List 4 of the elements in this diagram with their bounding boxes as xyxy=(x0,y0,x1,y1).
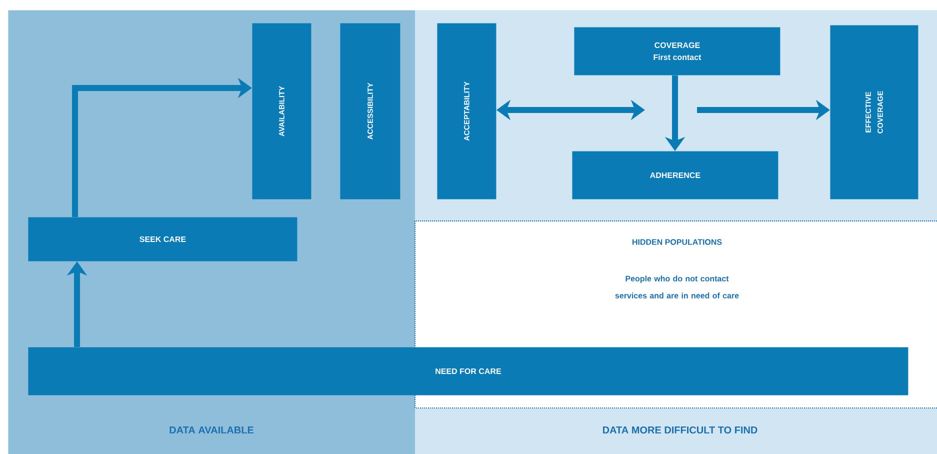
process-box: SEEK CARE xyxy=(28,217,298,262)
process-box: NEED FOR CARE xyxy=(28,347,908,396)
process-box: ADHERENCE xyxy=(572,151,778,200)
process-box: COVERAGE First contact xyxy=(574,27,780,76)
